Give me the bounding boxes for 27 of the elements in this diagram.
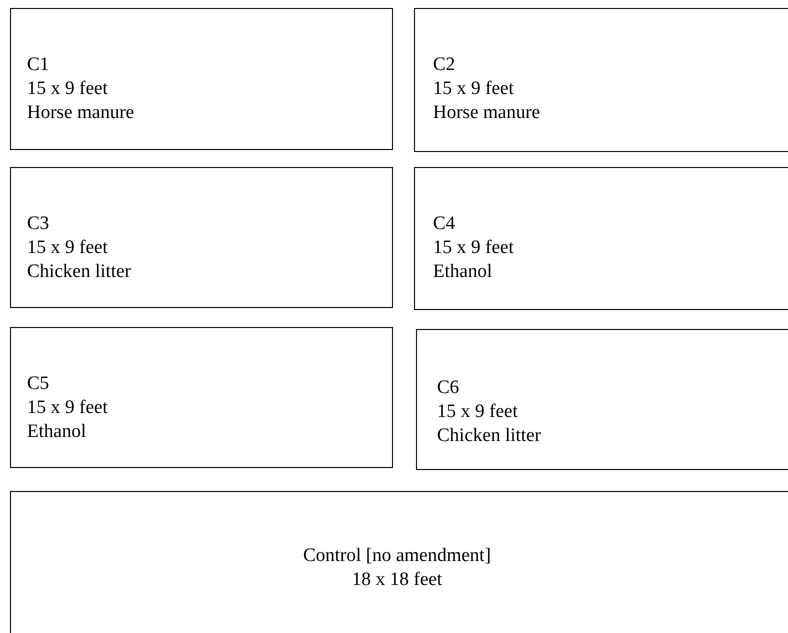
plot-dimensions: 15 x 9 feet [433,77,514,101]
plot-box [10,327,393,468]
plot-box [414,167,788,310]
plot-treatment: Horse manure [433,101,540,125]
plot-treatment: Ethanol [433,260,492,284]
plot-box [416,329,788,470]
plot-dimensions: 15 x 9 feet [27,396,108,420]
plot-dimensions: 15 x 9 feet [433,236,514,260]
plot-name: C5 [27,372,50,396]
plot-treatment: Ethanol [27,420,86,444]
plot-treatment: Chicken litter [27,260,131,284]
plot-box [10,167,393,308]
plot-name: C1 [27,53,50,77]
plot-name: Control [no amendment] [303,544,491,568]
plot-box [414,8,788,152]
plot-name: C2 [433,53,456,77]
plot-dimensions: 18 x 18 feet [352,568,442,592]
plot-dimensions: 15 x 9 feet [27,77,108,101]
plot-treatment: Chicken litter [437,424,541,448]
plot-name: C4 [433,212,456,236]
plot-name: C6 [437,376,460,400]
plot-treatment: Horse manure [27,101,134,125]
plot-box [10,491,788,633]
plot-dimensions: 15 x 9 feet [27,236,108,260]
plot-name: C3 [27,212,50,236]
plot-box [10,8,393,150]
plot-dimensions: 15 x 9 feet [437,400,518,424]
